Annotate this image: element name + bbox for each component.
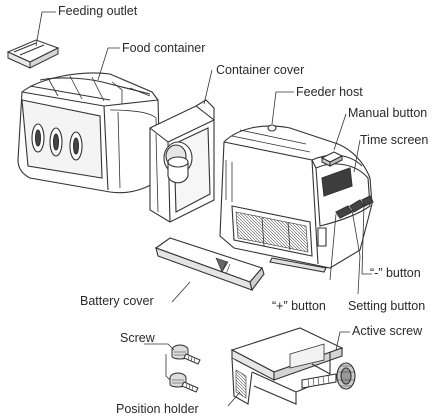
label-feeder-host: Feeder host (296, 85, 363, 99)
label-setting-button: Setting button (348, 299, 426, 313)
label-manual-button: Manual button (348, 106, 428, 120)
label-time-screen: Time screen (360, 133, 429, 147)
label-active-screw: Active screw (352, 324, 423, 338)
leader-lines (35, 11, 372, 407)
feeder-host-part (220, 125, 373, 272)
battery-cover-part (156, 238, 264, 290)
label-minus-button: “-” button (370, 266, 421, 280)
food-container-part (18, 73, 160, 193)
label-battery-cover: Battery cover (80, 294, 154, 308)
position-holder-part (232, 328, 355, 404)
label-position-holder: Position holder (116, 402, 199, 416)
label-container-cover: Container cover (216, 63, 305, 77)
screw-parts (170, 345, 200, 392)
label-screw: Screw (120, 331, 155, 345)
label-feeding-outlet: Feeding outlet (58, 4, 138, 18)
label-plus-button: “+” button (272, 299, 326, 313)
container-cover-part (150, 100, 214, 222)
label-food-container: Food container (122, 41, 206, 55)
feeding-outlet-part (8, 40, 58, 68)
